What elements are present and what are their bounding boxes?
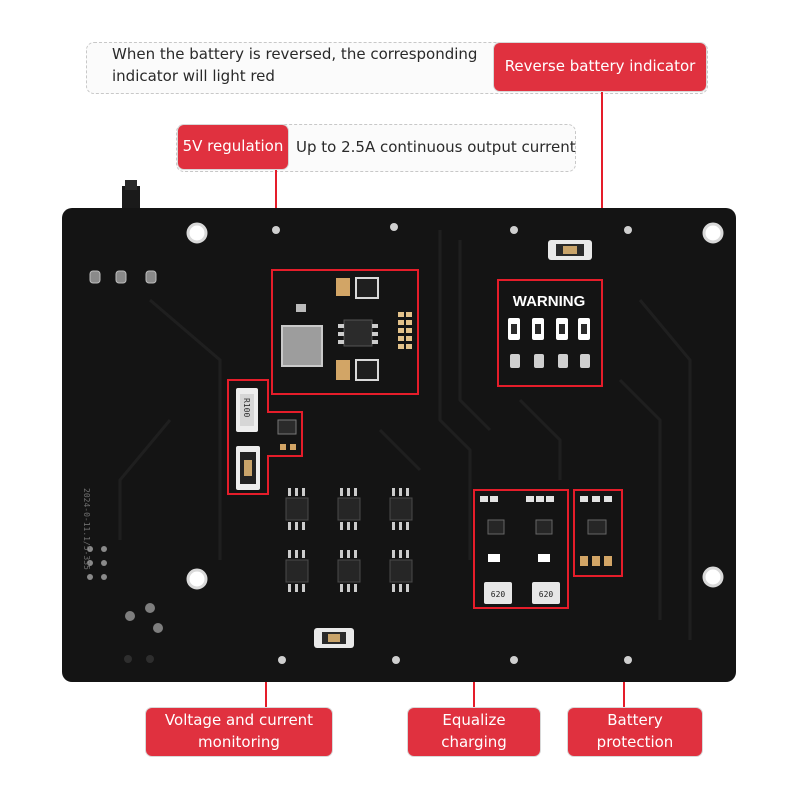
inductor-620-label-a: 620 (491, 590, 506, 599)
reverse-indicator-highlight-box (497, 279, 603, 387)
voltage-monitoring-label: Voltage and current monitoring (146, 708, 332, 756)
reverse-callout-label: Reverse battery indicator (494, 43, 706, 91)
monitoring-highlight-box (227, 379, 303, 495)
regulation-callout-description: Up to 2.5A continuous output current (296, 138, 576, 156)
r100-resistor-label: R100 (242, 398, 251, 417)
regulator-chip (343, 319, 373, 347)
inductor-620-label-b: 620 (539, 590, 554, 599)
pcb-board (62, 208, 736, 682)
board-silkscreen-text: 2024-0-11.1/5-335 (82, 488, 91, 570)
regulation-callout-label: 5V regulation (178, 125, 288, 169)
protection-highlight-box (573, 489, 623, 577)
mosfet-array (285, 488, 413, 592)
mounting-holes (186, 222, 724, 590)
inductor (281, 325, 323, 367)
equalize-charging-label: Equalize charging (408, 708, 540, 756)
regulation-highlight-box (271, 269, 419, 395)
warning-text: WARNING (513, 293, 586, 310)
battery-protection-label: Battery protection (568, 708, 702, 756)
reverse-callout-description: When the battery is reversed, the corres… (112, 45, 478, 85)
equalize-highlight-box (473, 489, 569, 609)
